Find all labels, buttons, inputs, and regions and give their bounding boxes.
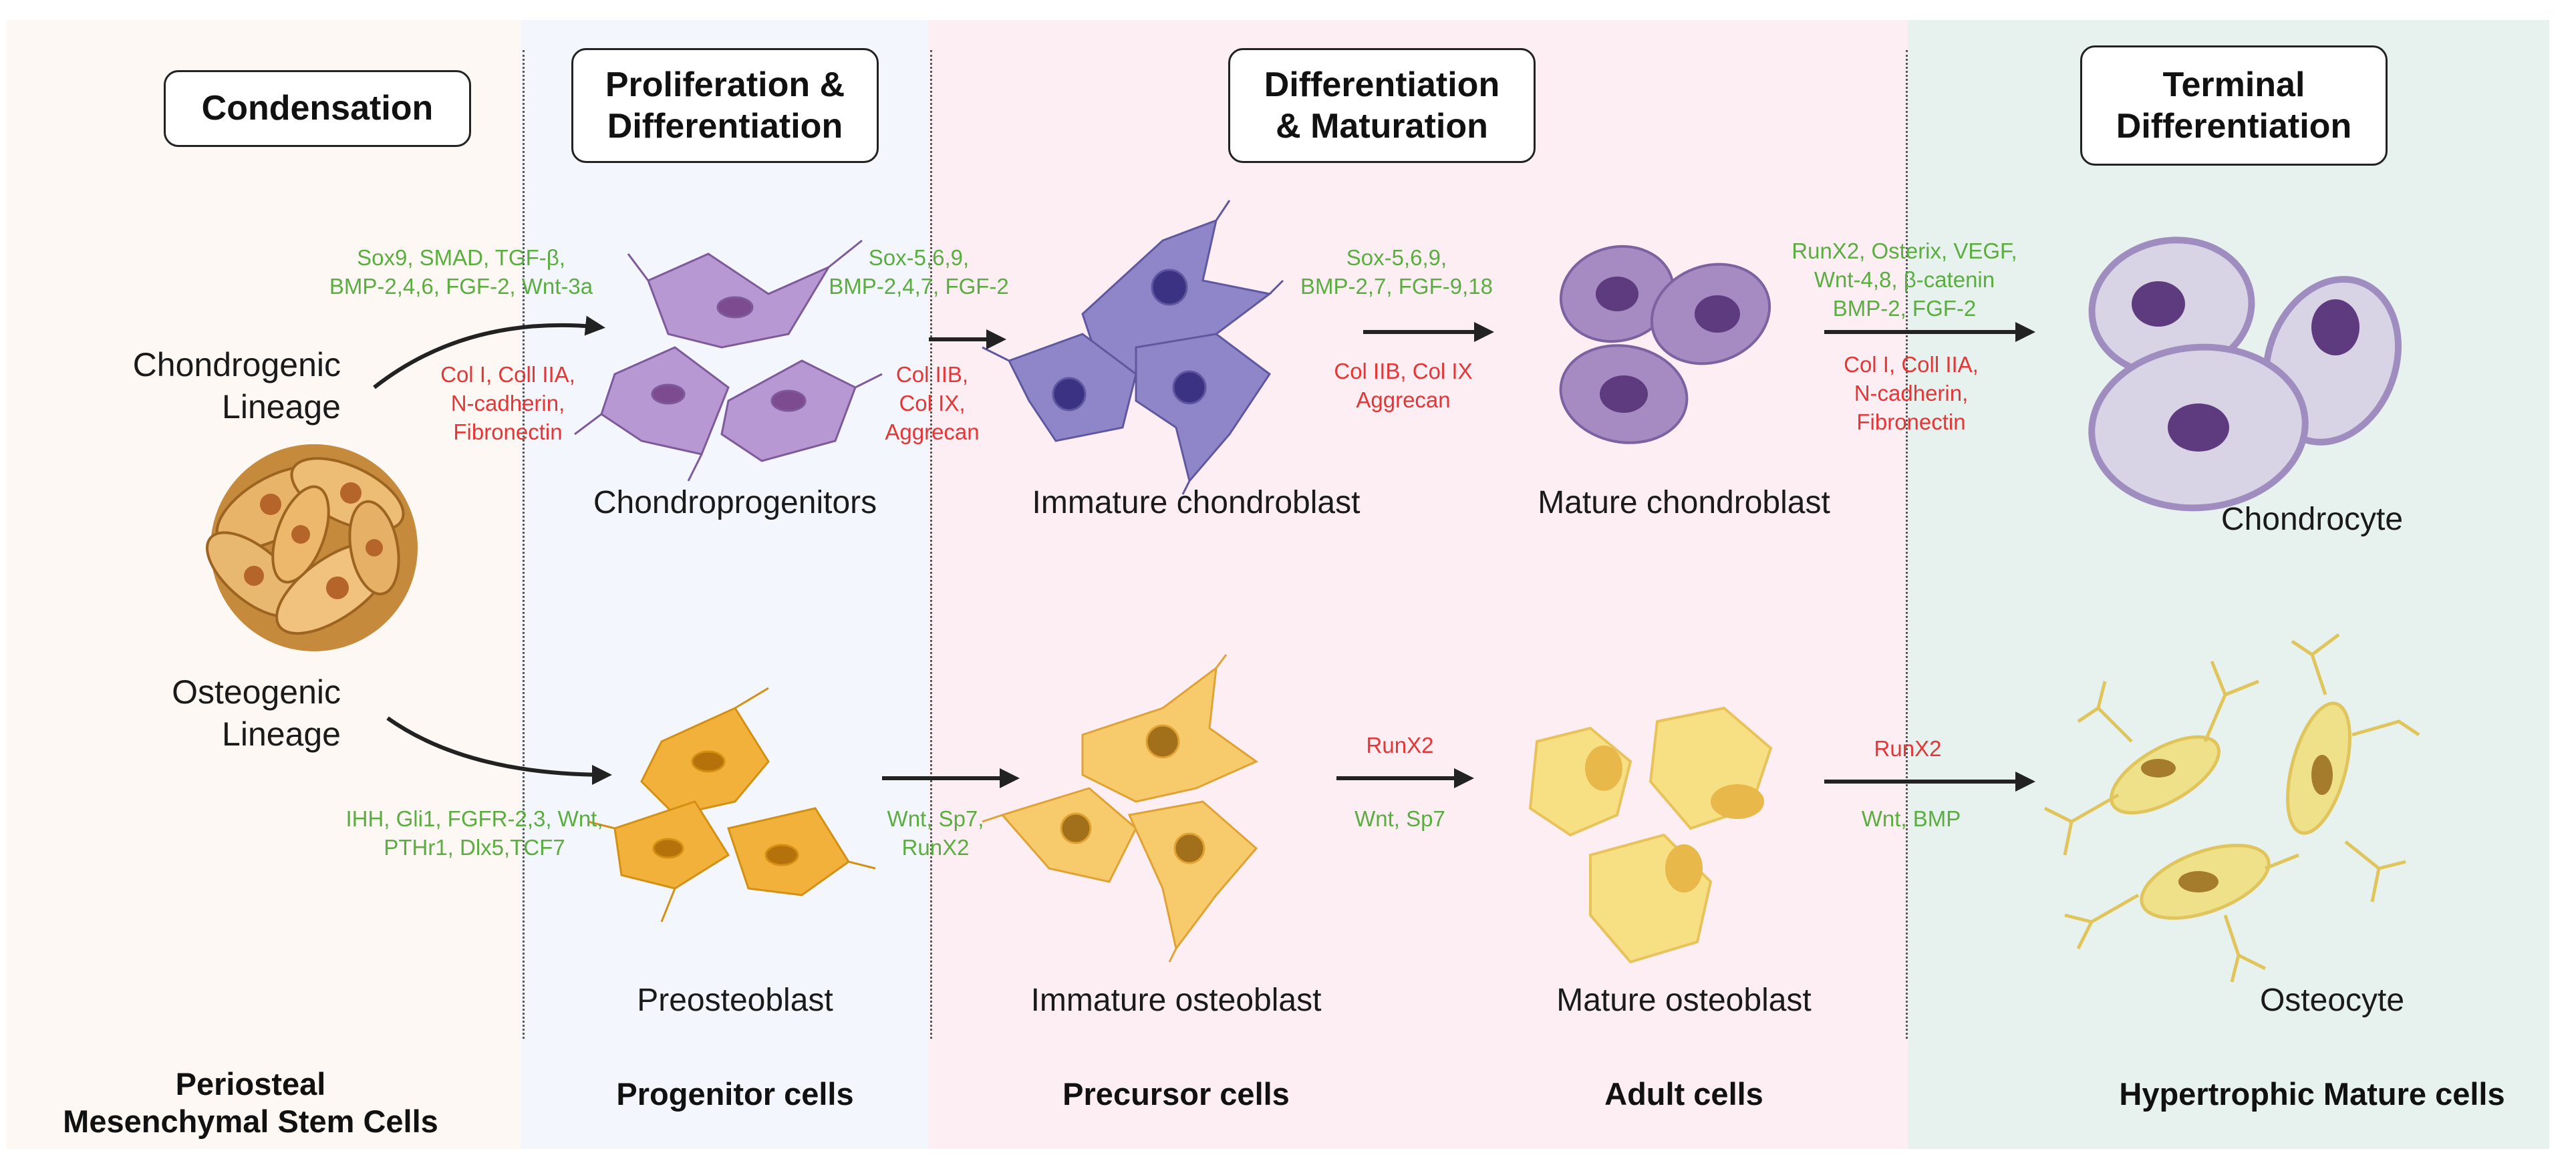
divider-1	[523, 50, 525, 1039]
arrow-osteogenic	[386, 716, 612, 785]
mature-osteoblast-cells	[1528, 706, 1773, 964]
arrow-chondrogenic	[373, 315, 605, 389]
factors-chondro-4-red: Col I, Coll IIA, N-cadherin, Fibronectin	[1844, 352, 1979, 434]
divider-3	[1906, 50, 1908, 1039]
label-immature-osteoblast: Immature osteoblast	[1030, 983, 1322, 1018]
label-osteogenic-lineage: Osteogenic Lineage	[172, 673, 341, 753]
label-chondrocyte: Chondrocyte	[2221, 502, 2404, 537]
osteocyte-cells	[2043, 633, 2420, 983]
factors-osteo-4-green: Wnt, BMP	[1861, 806, 1961, 831]
factors-osteo-2-green: Wnt, Sp7, RunX2	[887, 806, 984, 860]
label-osteocyte: Osteocyte	[2259, 983, 2405, 1018]
factors-chondro-2-red: Col IIB, Col IX, Aggrecan	[885, 362, 980, 444]
stage-box-terminal: Terminal Differentiation	[2080, 45, 2388, 166]
immature-osteoblast-cells	[982, 654, 1259, 963]
mature-chondroblast-cells	[1559, 244, 1771, 444]
factors-chondro-1-red: Col I, Coll IIA, N-cadherin, Fibronectin	[440, 362, 575, 444]
factors-chondro-1-green: Sox9, SMAD, TGF-β, BMP-2,4,6, FGF-2, Wnt…	[329, 245, 593, 299]
label-chondroprogenitors: Chondroprogenitors	[593, 485, 877, 520]
chondrocyte-cells	[2088, 236, 2402, 512]
factors-chondro-2-green: Sox-5,6,9, BMP-2,4,7, FGF-2	[829, 245, 1009, 299]
category-stem-cells: Periosteal Mesenchymal Stem Cells	[63, 1066, 438, 1140]
label-mature-osteoblast: Mature osteoblast	[1556, 983, 1812, 1018]
stage-box-condensation: Condensation	[164, 70, 471, 147]
label-preosteoblast: Preosteoblast	[637, 983, 833, 1018]
chondroprogenitor-cells	[574, 239, 883, 482]
divider-2	[930, 50, 932, 1039]
factors-chondro-3-green: Sox-5,6,9, BMP-2,7, FGF-9,18	[1300, 245, 1493, 299]
label-mature-chondroblast: Mature chondroblast	[1538, 485, 1830, 520]
label-immature-chondroblast: Immature chondroblast	[1032, 485, 1361, 520]
category-adult-cells: Adult cells	[1604, 1076, 1763, 1112]
band-maturation	[929, 20, 1908, 1149]
band-proliferation	[521, 20, 929, 1149]
preosteoblast-cells	[587, 687, 876, 923]
factors-chondro-4-green: RunX2, Osterix, VEGF, Wnt-4,8, β-catenin…	[1792, 238, 2017, 321]
factors-osteo-1-green: IHH, Gli1, FGFR-2,3, Wnt, PTHr1, Dlx5,TC…	[345, 806, 603, 860]
category-progenitor-cells: Progenitor cells	[616, 1076, 854, 1112]
factors-osteo-3-red: RunX2	[1366, 733, 1434, 758]
stage-box-differentiation-maturation: Differentiation & Maturation	[1228, 48, 1536, 163]
label-chondrogenic-lineage: Chondrogenic Lineage	[132, 346, 341, 426]
band-terminal	[1908, 20, 2549, 1149]
immature-chondroblast-cells	[982, 200, 1284, 495]
factors-osteo-4-red: RunX2	[1874, 736, 1942, 761]
factors-osteo-3-green: Wnt, Sp7	[1354, 806, 1445, 831]
factors-chondro-3-red: Col IIB, Col IX Aggrecan	[1334, 359, 1473, 412]
category-hypertrophic-cells: Hypertrophic Mature cells	[2119, 1076, 2505, 1112]
stage-box-proliferation: Proliferation & Differentiation	[571, 48, 879, 163]
stem-cell-cluster	[205, 444, 418, 651]
category-precursor-cells: Precursor cells	[1062, 1076, 1290, 1112]
